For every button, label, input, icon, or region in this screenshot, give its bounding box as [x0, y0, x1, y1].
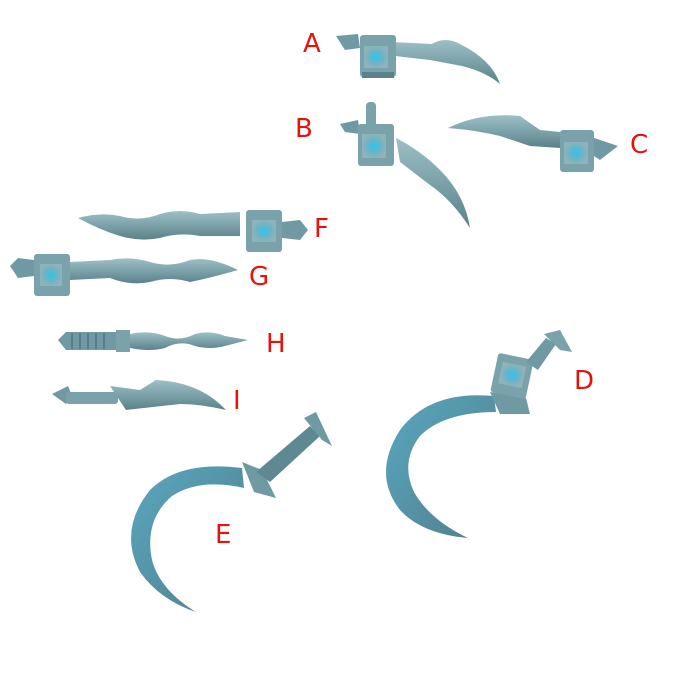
- part-d: [386, 330, 572, 538]
- part-a: [336, 34, 500, 84]
- part-i: [52, 380, 226, 410]
- label-h: H: [266, 329, 286, 359]
- part-g: [10, 254, 238, 296]
- label-b: B: [295, 114, 313, 144]
- part-b: [340, 102, 470, 228]
- part-f: [78, 210, 308, 252]
- label-e: E: [215, 520, 232, 550]
- part-c: [448, 115, 618, 172]
- label-i: I: [233, 386, 241, 416]
- part-h: [58, 330, 248, 352]
- label-d: D: [574, 366, 595, 396]
- label-g: G: [249, 262, 270, 292]
- label-a: A: [303, 29, 321, 59]
- part-e: [131, 412, 332, 612]
- label-c: C: [630, 130, 649, 160]
- label-f: F: [314, 214, 329, 244]
